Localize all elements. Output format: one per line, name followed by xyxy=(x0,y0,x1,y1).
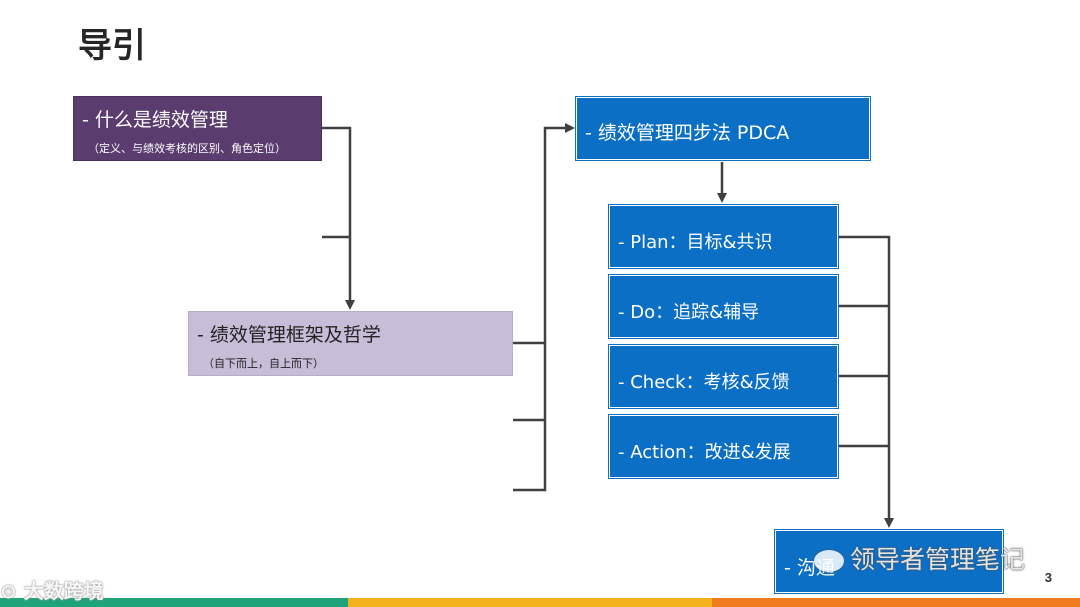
box-framework-sub: （自下而上，自上而下） xyxy=(203,357,324,370)
box-check: - Check：考核&反馈 xyxy=(609,345,838,408)
box-what-is-label: - 什么是绩效管理 xyxy=(82,109,228,131)
box-four-steps-label: - 绩效管理四步法 PDCA xyxy=(585,122,790,144)
wechat-icon xyxy=(814,550,844,572)
connector-plan-to-communicate xyxy=(838,235,894,528)
watermark-right-text: 领导者管理笔记 xyxy=(850,545,1026,574)
box-framework-label: - 绩效管理框架及哲学 xyxy=(197,324,381,346)
box-action: - Action：改进&发展 xyxy=(609,415,838,478)
box-four-steps: - 绩效管理四步法 PDCA xyxy=(576,97,870,160)
box-check-label: - Check：考核&反馈 xyxy=(618,372,790,393)
page-number: 3 xyxy=(1044,570,1052,585)
page-title: 导引 xyxy=(78,26,146,66)
footer-bar-green xyxy=(0,598,348,607)
box-what-is-sub: （定义、与绩效考核的区别、角色定位） xyxy=(88,142,286,155)
watermark-right: 领导者管理笔记 xyxy=(814,540,1025,576)
box-what-is-performance-management: - 什么是绩效管理 （定义、与绩效考核的区别、角色定位） xyxy=(73,96,322,161)
connector-what-to-framework xyxy=(322,126,355,310)
logo-icon: ⊙ xyxy=(0,579,24,603)
box-plan: - Plan：目标&共识 xyxy=(609,205,838,268)
box-communicate: - 沟通 xyxy=(775,530,1003,593)
watermark-left-text: 大数跨境 xyxy=(23,579,104,603)
watermark-left: ⊙ 大数跨境 xyxy=(0,575,104,604)
box-do: - Do：追踪&辅导 xyxy=(609,275,838,338)
box-plan-label: - Plan：目标&共识 xyxy=(618,232,773,253)
box-framework: - 绩效管理框架及哲学 （自下而上，自上而下） xyxy=(188,311,513,376)
connector-stub-2 xyxy=(513,343,547,492)
connector-framework-to-pdca xyxy=(513,123,575,345)
box-action-label: - Action：改进&发展 xyxy=(618,442,791,463)
footer-bar-yellow xyxy=(348,598,712,607)
footer-bar-orange xyxy=(712,598,1080,607)
box-do-label: - Do：追踪&辅导 xyxy=(618,302,760,323)
